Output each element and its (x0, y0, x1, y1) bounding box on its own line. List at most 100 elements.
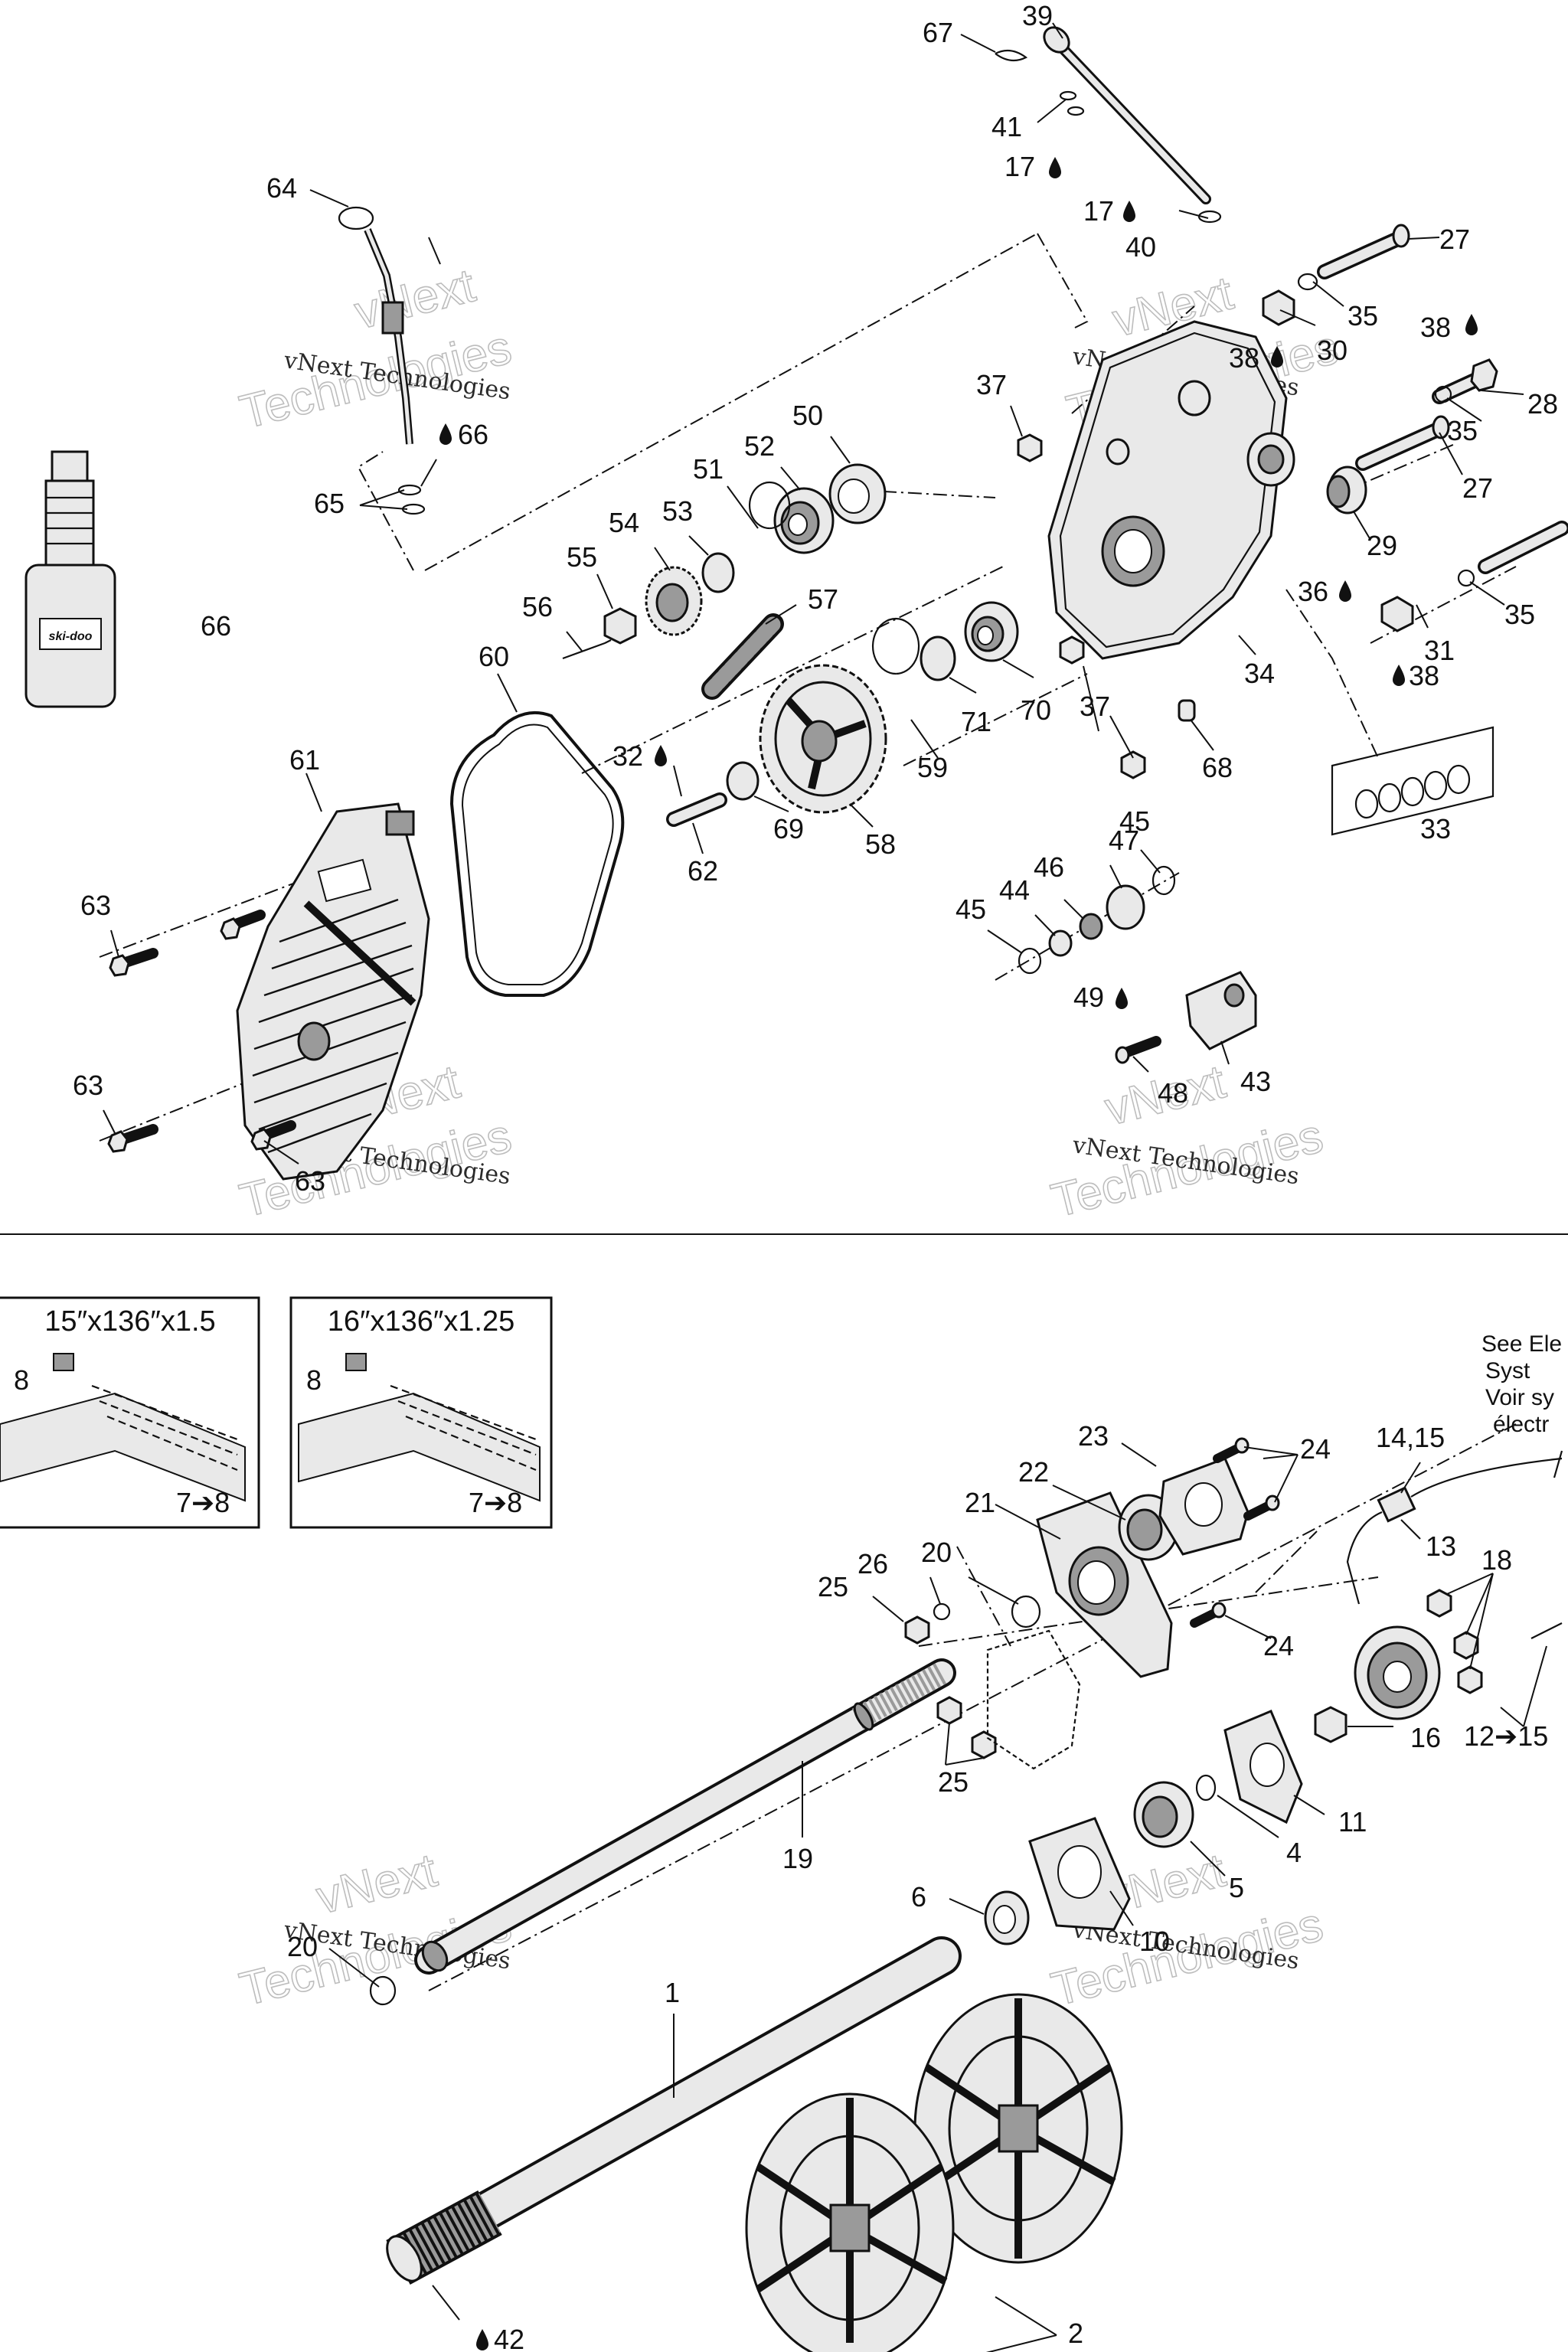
alignment-line (1255, 1530, 1318, 1593)
callout-21: 21 (965, 1487, 995, 1518)
sensor-housing-12 (1354, 1625, 1441, 1720)
callout-26: 26 (858, 1548, 888, 1579)
callout-56: 56 (522, 591, 553, 622)
electrical-note: See Ele Syst Voir sy électr (1481, 1331, 1563, 1478)
callout-68: 68 (1202, 752, 1233, 783)
drive-axle-1 (386, 1936, 962, 2285)
top-leaders (103, 22, 1524, 1165)
callout-14-15: 14,15 (1376, 1422, 1445, 1453)
callout-52: 52 (744, 430, 775, 462)
callout-41: 41 (991, 111, 1022, 142)
callout-20: 20 (921, 1537, 952, 1568)
circlip-59 (872, 617, 920, 675)
oil-drop-icon (1123, 201, 1135, 222)
oil-drop-icon (1339, 580, 1351, 602)
screw-18 (1457, 1665, 1483, 1694)
oring-65 (397, 484, 422, 496)
callout-48: 48 (1158, 1077, 1188, 1109)
callout-35: 35 (1504, 599, 1535, 630)
alignment-line (581, 566, 1004, 774)
bolt-24 (1190, 1602, 1227, 1628)
bottom-callouts: 23 24 14,15 22 21 13 26 20 25 18 24 16 1… (287, 1420, 1548, 2352)
roller-47 (1106, 884, 1145, 930)
arrow-icon (1553, 1450, 1563, 1478)
washer-35 (1457, 569, 1475, 587)
callout-16: 16 (1410, 1722, 1441, 1753)
callout-53: 53 (662, 495, 693, 527)
callout-45: 45 (1119, 805, 1150, 837)
callout-29: 29 (1367, 530, 1397, 561)
callout-50: 50 (792, 400, 823, 431)
track-box-title: 16″x136″x1.25 (328, 1305, 515, 1338)
bolt-27 (1355, 415, 1450, 471)
note-line: Syst (1485, 1358, 1530, 1383)
callout-20: 20 (287, 1931, 318, 1962)
callout-25: 25 (938, 1766, 969, 1798)
nut-25 (904, 1615, 930, 1645)
callout-69: 69 (773, 813, 804, 844)
washer-45 (1018, 947, 1042, 975)
callout-59: 59 (917, 752, 948, 783)
callout-17: 17 (1083, 195, 1114, 227)
callout-64: 64 (266, 172, 297, 204)
callout-24: 24 (1263, 1630, 1294, 1661)
callout-27: 27 (1439, 224, 1470, 255)
callout-61: 61 (289, 744, 320, 776)
callout-11: 11 (1338, 1806, 1367, 1838)
alignment-line (99, 1079, 253, 1142)
callout-66: 66 (201, 610, 231, 642)
callout-27: 27 (1462, 472, 1493, 504)
watermark-outline-word: vNext (312, 1844, 442, 1924)
callout-57: 57 (808, 583, 838, 615)
clip-67 (995, 49, 1028, 62)
watermark-top-left: vNext Technologies vNext Technologies (234, 258, 517, 439)
bottom-leaders (328, 1442, 1547, 2352)
callout-71: 71 (961, 706, 991, 737)
callout-67: 67 (923, 17, 953, 48)
callout-2: 2 (1068, 2318, 1083, 2349)
spacer-44 (1048, 929, 1073, 957)
bolt-48 (1115, 1036, 1161, 1064)
tensioner-block-43 (1185, 971, 1257, 1050)
oring-20 (1011, 1595, 1041, 1628)
alignment-line (1037, 233, 1089, 330)
bolt-27 (1317, 224, 1410, 279)
callout-35: 35 (1447, 415, 1478, 446)
washer-35 (1434, 385, 1452, 403)
callout-19: 19 (782, 1843, 813, 1874)
note-line: See Ele (1481, 1331, 1562, 1357)
speed-sensor-14 (1346, 1457, 1563, 1605)
alignment-line (956, 1546, 1011, 1647)
nut-16 (1314, 1706, 1348, 1743)
callout-46: 46 (1034, 851, 1064, 883)
alignment-line (357, 451, 414, 571)
nut-55 (603, 607, 637, 645)
callout-18: 18 (1481, 1544, 1512, 1576)
callout-44: 44 (999, 874, 1030, 906)
callout-37: 37 (1080, 691, 1110, 722)
callout-1: 1 (665, 1977, 680, 2008)
callout-47: 47 (1109, 825, 1139, 856)
nut-25 (936, 1696, 962, 1725)
bearing-plate-21 (1036, 1491, 1173, 1678)
spacer-69 (726, 761, 760, 801)
callout-34: 34 (1244, 658, 1275, 689)
nut-37 (1120, 750, 1146, 779)
callout-32: 32 (612, 740, 643, 772)
nut-30 (1262, 289, 1295, 326)
bolt-24 (1213, 1437, 1250, 1463)
cotter-pin-56 (562, 639, 612, 660)
callout-62: 62 (688, 855, 718, 887)
callout-45: 45 (956, 893, 986, 925)
callout-31: 31 (1424, 635, 1455, 666)
nut-37 (1059, 635, 1085, 665)
dipstick-64 (338, 206, 413, 445)
washer-26 (933, 1602, 951, 1621)
bearing-46 (1079, 913, 1103, 940)
callout-10: 10 (1139, 1926, 1170, 1957)
drive-axle-section: 15″x136″x1.5 8 7➔8 16″x136″x1.25 8 7➔8 S… (0, 1296, 1563, 2352)
alignment-line (424, 233, 1038, 571)
spacer-53 (701, 552, 735, 593)
oring-41 (1059, 90, 1077, 101)
oring-41 (1067, 106, 1085, 116)
